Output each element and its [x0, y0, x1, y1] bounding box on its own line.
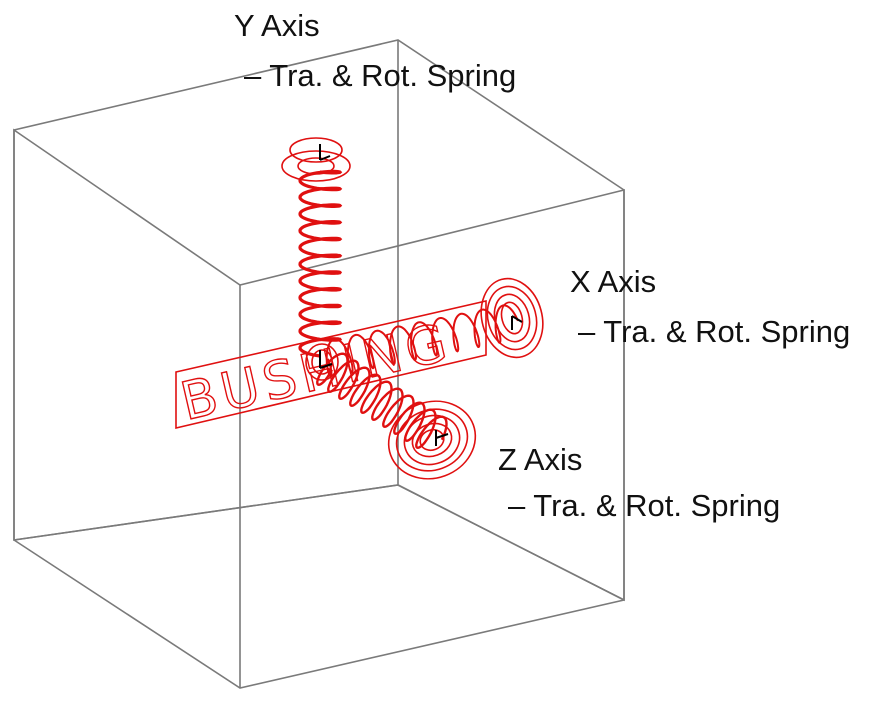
x-spring-coil	[325, 304, 519, 378]
z-rot-spiral-ring	[387, 400, 477, 480]
y-spring-coil	[298, 169, 343, 358]
box-front-face	[13, 128, 625, 689]
z-rot-spiral-ring	[419, 428, 445, 452]
box-edge-back-right	[397, 484, 625, 601]
y-axis-subtitle: – Tra. & Rot. Spring	[244, 58, 517, 93]
center-marker	[319, 350, 333, 369]
wireframe-box	[13, 39, 625, 689]
y-rot-spiral-ring	[281, 150, 351, 182]
axis-markers	[319, 144, 523, 446]
x-rot-spiral-ring	[493, 293, 531, 343]
z-axis-marker	[435, 430, 449, 446]
z-rot-spiral-ring	[403, 414, 461, 466]
z-rot-spiral-ring	[395, 408, 469, 472]
y-axis-title: Y Axis	[234, 8, 320, 43]
x-rot-spiral-ring	[486, 285, 538, 351]
x-axis-title: X Axis	[570, 264, 657, 299]
z-rot-spiral-ring	[411, 422, 453, 458]
x-rot-spiral-ring	[500, 301, 524, 335]
center-rot-spiral-ring	[311, 349, 333, 375]
center-rot-spiral-ring	[305, 343, 339, 381]
x-axis-subtitle: – Tra. & Rot. Spring	[578, 314, 851, 349]
x-rot-spiral-ring	[480, 277, 544, 359]
y-rot-spiral-ring	[289, 137, 343, 163]
z-axis-subtitle: – Tra. & Rot. Spring	[508, 488, 781, 523]
y-axis-marker	[319, 144, 331, 161]
z-axis-title: Z Axis	[498, 442, 583, 477]
bushing-label-frame	[175, 299, 487, 430]
box-edge-back-bottom	[13, 484, 399, 541]
y-rot-spiral-ring	[297, 157, 335, 175]
x-axis-marker	[511, 315, 523, 330]
springs-layer	[281, 137, 544, 480]
